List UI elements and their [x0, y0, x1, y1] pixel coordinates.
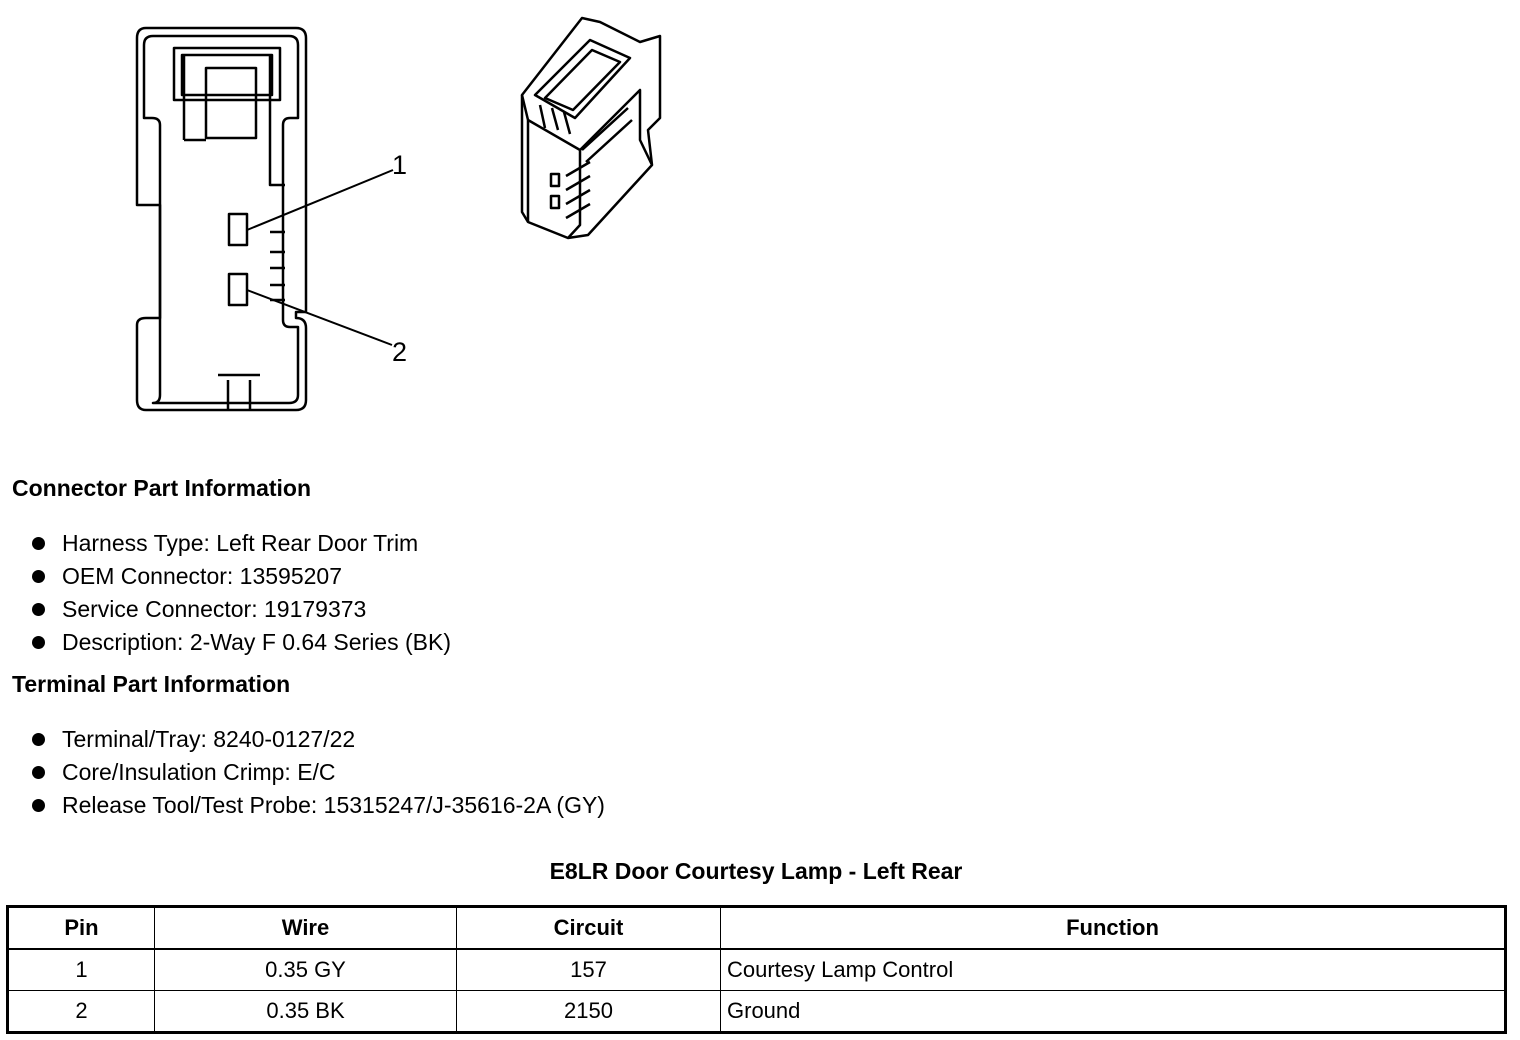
callout-leader-1	[246, 169, 394, 231]
pin-table: Pin Wire Circuit Function 1 0.35 GY 157 …	[6, 905, 1507, 1034]
bullet-icon	[32, 603, 45, 616]
header-function: Function	[720, 906, 1506, 950]
connector-info-list: Harness Type: Left Rear Door Trim OEM Co…	[30, 527, 451, 659]
cell-wire: 0.35 GY	[154, 948, 457, 991]
latch-lever	[204, 66, 258, 140]
bullet-icon	[32, 799, 45, 812]
connector-inner-wall	[142, 34, 300, 405]
bullet-icon	[32, 766, 45, 779]
list-item: Terminal/Tray: 8240-0127/22	[30, 723, 605, 756]
connector-isometric-view	[520, 16, 662, 240]
cell-circuit: 157	[456, 948, 721, 991]
list-item: OEM Connector: 13595207	[30, 560, 451, 593]
table-row: 2 0.35 BK 2150 Ground	[7, 990, 1506, 1033]
list-item: Harness Type: Left Rear Door Trim	[30, 527, 451, 560]
terminal-cavity-2	[227, 272, 249, 307]
terminal-info-heading: Terminal Part Information	[12, 671, 291, 697]
cell-pin: 1	[7, 948, 155, 991]
header-pin: Pin	[7, 906, 155, 950]
table-header-row: Pin Wire Circuit Function	[7, 906, 1506, 950]
cell-circuit: 2150	[456, 990, 721, 1033]
latch-housing	[172, 46, 282, 102]
callout-label-1: 1	[392, 150, 407, 180]
header-circuit: Circuit	[456, 906, 721, 950]
cell-pin: 2	[7, 990, 155, 1033]
list-item: Release Tool/Test Probe: 15315247/J-3561…	[30, 789, 605, 822]
terminal-info-list: Terminal/Tray: 8240-0127/22 Core/Insulat…	[30, 723, 605, 822]
cell-function: Courtesy Lamp Control	[720, 948, 1506, 991]
connector-diagram: 1 2	[135, 16, 662, 412]
connector-info-heading: Connector Part Information	[12, 475, 312, 501]
callout-leader-2	[246, 289, 393, 346]
table-row: 1 0.35 GY 157 Courtesy Lamp Control	[7, 948, 1506, 991]
table-title: E8LR Door Courtesy Lamp - Left Rear	[549, 858, 963, 884]
bullet-icon	[32, 570, 45, 583]
bullet-icon	[32, 636, 45, 649]
latch-inner	[180, 53, 274, 97]
list-item: Core/Insulation Crimp: E/C	[30, 756, 605, 789]
bottom-key	[218, 373, 260, 410]
cell-function: Ground	[720, 990, 1506, 1033]
callout-label-2: 2	[392, 337, 407, 367]
list-item: Description: 2-Way F 0.64 Series (BK)	[30, 626, 451, 659]
cell-wire: 0.35 BK	[154, 990, 457, 1033]
list-item: Service Connector: 19179373	[30, 593, 451, 626]
header-wire: Wire	[154, 906, 457, 950]
bullet-icon	[32, 733, 45, 746]
terminal-cavity-1	[227, 212, 249, 247]
bullet-icon	[32, 537, 45, 550]
connector-outer-shell	[135, 26, 308, 412]
